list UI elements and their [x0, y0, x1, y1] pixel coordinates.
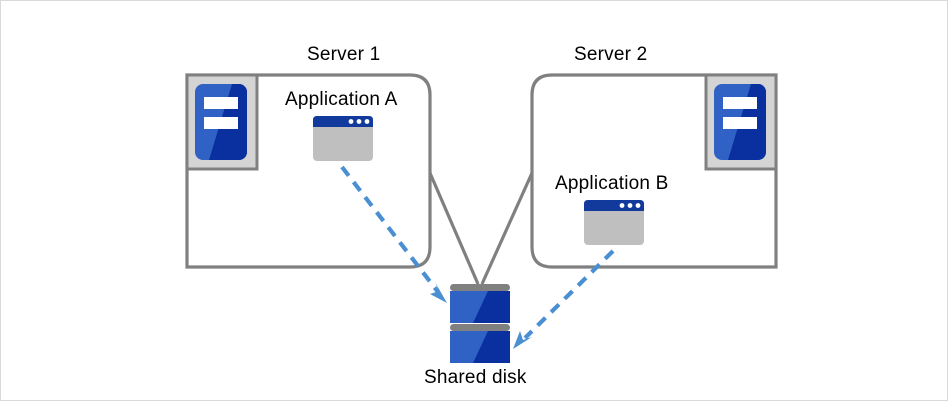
shared-disk-icon [450, 284, 510, 363]
arrow-app-b-to-disk [513, 249, 615, 349]
server-icon-1 [185, 73, 259, 171]
label-server1: Server 1 [307, 44, 381, 65]
application-b-window-icon [584, 200, 644, 245]
server-icon-2 [704, 73, 778, 171]
application-a-window-icon [313, 116, 373, 161]
label-application-a: Application A [285, 89, 398, 110]
label-shared-disk: Shared disk [424, 367, 527, 388]
label-application-b: Application B [555, 173, 669, 194]
label-server2: Server 2 [574, 44, 648, 65]
arrow-app-a-to-disk [340, 165, 447, 303]
connector-server1-to-disk [428, 172, 480, 285]
connector-server2-to-disk [480, 172, 534, 285]
